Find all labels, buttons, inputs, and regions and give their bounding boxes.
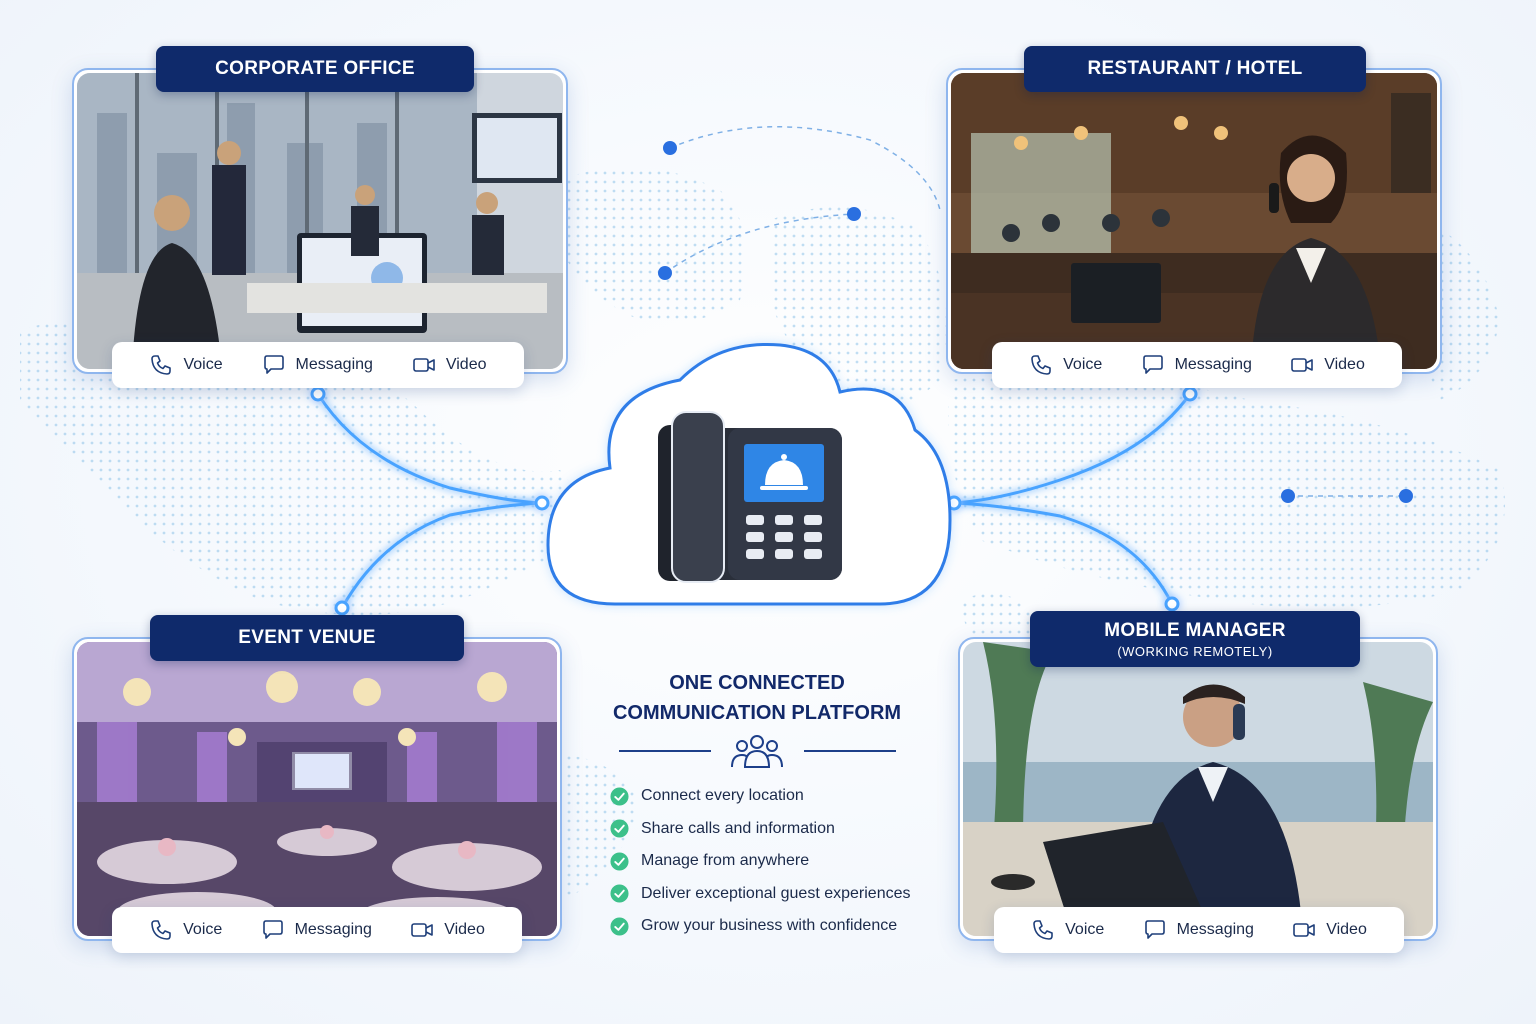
video-camera-icon xyxy=(411,923,434,937)
chat-bubble-icon xyxy=(263,355,284,374)
video-camera-icon xyxy=(1291,358,1314,372)
messaging-button[interactable]: Messaging xyxy=(262,353,373,377)
video-label: Video xyxy=(1324,356,1365,373)
messaging-label: Messaging xyxy=(1174,356,1252,373)
phone-icon xyxy=(1033,920,1053,940)
chat-bubble-icon xyxy=(1144,920,1165,939)
voice-label: Voice xyxy=(1065,921,1105,938)
card-restaurant-hotel: RESTAURANT / HOTEL Voice Messaging Video xyxy=(946,46,1442,388)
location-label: RESTAURANT / HOTEL xyxy=(1024,46,1366,92)
location-title: RESTAURANT / HOTEL xyxy=(1087,58,1303,79)
people-icon xyxy=(731,735,783,768)
location-title: MOBILE MANAGER xyxy=(1104,619,1286,641)
location-label: EVENT VENUE xyxy=(150,615,464,661)
channel-bar: Voice Messaging Video xyxy=(112,342,524,388)
messaging-label: Messaging xyxy=(1176,921,1254,938)
voice-label: Voice xyxy=(183,921,223,938)
check-circle-icon xyxy=(610,917,629,936)
voice-button[interactable]: Voice xyxy=(1031,918,1104,942)
service-bell-icon xyxy=(760,454,808,490)
photo-mobile-manager xyxy=(963,642,1433,936)
phone-icon xyxy=(151,355,172,375)
location-title: CORPORATE OFFICE xyxy=(215,58,415,79)
card-mobile-manager: MOBILE MANAGER (WORKING REMOTELY) Voice … xyxy=(958,611,1438,953)
location-title: EVENT VENUE xyxy=(238,627,376,648)
location-label: MOBILE MANAGER (WORKING REMOTELY) xyxy=(1030,611,1360,667)
video-label: Video xyxy=(444,921,485,938)
list-item: Share calls and information xyxy=(610,813,910,846)
check-circle-icon xyxy=(610,852,629,871)
photo-event-venue xyxy=(77,642,557,936)
list-item: Grow your business with confidence xyxy=(610,910,910,943)
benefit-text: Grow your business with confidence xyxy=(641,917,898,935)
messaging-button[interactable]: Messaging xyxy=(261,918,372,942)
location-subtitle: (WORKING REMOTELY) xyxy=(1117,643,1273,659)
list-item: Connect every location xyxy=(610,780,910,813)
chat-bubble-icon xyxy=(1142,355,1163,374)
voice-button[interactable]: Voice xyxy=(1029,353,1102,377)
benefit-text: Connect every location xyxy=(641,787,804,805)
video-camera-icon xyxy=(413,358,435,372)
world-map-dots xyxy=(20,167,1505,900)
channel-bar: Voice Messaging Video xyxy=(994,907,1404,953)
messaging-label: Messaging xyxy=(295,356,373,373)
divider-left xyxy=(619,750,711,752)
network-nodes xyxy=(658,141,1413,503)
messaging-button[interactable]: Messaging xyxy=(1143,918,1254,942)
channel-bar: Voice Messaging Video xyxy=(992,342,1402,388)
photo-restaurant-hotel xyxy=(951,73,1437,369)
check-circle-icon xyxy=(610,787,629,806)
messaging-button[interactable]: Messaging xyxy=(1141,353,1252,377)
voice-label: Voice xyxy=(183,356,223,373)
location-label: CORPORATE OFFICE xyxy=(156,46,474,92)
voice-label: Voice xyxy=(1063,356,1103,373)
platform-title-line1: ONE CONNECTED xyxy=(669,672,845,694)
divider-right xyxy=(804,750,896,752)
platform-title: ONE CONNECTED COMMUNICATION PLATFORM xyxy=(596,668,918,728)
video-camera-icon xyxy=(1293,923,1316,937)
video-button[interactable]: Video xyxy=(1292,918,1367,942)
check-circle-icon xyxy=(610,884,629,903)
chat-bubble-icon xyxy=(262,920,283,939)
video-button[interactable]: Video xyxy=(410,918,485,942)
phone-icon xyxy=(151,920,171,940)
video-button[interactable]: Video xyxy=(1290,353,1365,377)
card-event-venue: EVENT VENUE Voice Messaging Video xyxy=(72,615,562,953)
check-circle-icon xyxy=(610,819,629,838)
video-label: Video xyxy=(445,356,487,373)
benefit-text: Manage from anywhere xyxy=(641,852,810,870)
platform-title-line2: COMMUNICATION PLATFORM xyxy=(612,702,902,724)
channel-bar: Voice Messaging Video xyxy=(112,907,522,953)
dashed-arcs xyxy=(664,126,1406,497)
video-button[interactable]: Video xyxy=(412,353,487,377)
benefit-text: Deliver exceptional guest experiences xyxy=(641,884,911,902)
voice-button[interactable]: Voice xyxy=(149,918,222,942)
benefit-list: Connect every location Share calls and i… xyxy=(610,780,910,943)
video-label: Video xyxy=(1326,921,1367,938)
messaging-label: Messaging xyxy=(294,921,372,938)
list-item: Manage from anywhere xyxy=(610,845,910,878)
phone-icon xyxy=(1031,355,1051,375)
desk-phone-icon xyxy=(658,411,842,583)
list-item: Deliver exceptional guest experiences xyxy=(610,878,910,911)
card-corporate-office: CORPORATE OFFICE Voice Messaging Video xyxy=(72,46,568,388)
glow-connections xyxy=(316,393,1192,609)
benefit-text: Share calls and information xyxy=(641,819,835,837)
voice-button[interactable]: Voice xyxy=(149,353,223,377)
photo-corporate-office xyxy=(77,73,563,369)
